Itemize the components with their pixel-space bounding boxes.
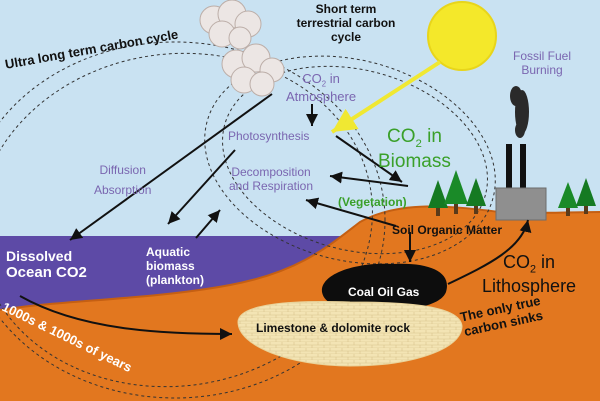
co2-lithosphere-label: CO2 in Lithosphere — [482, 252, 576, 297]
cloud-icon — [199, 0, 262, 50]
dissolved-text: Dissolved — [6, 248, 73, 264]
co2-subscript: 2 — [321, 79, 327, 89]
dissolved-ocean-label: Dissolved Ocean CO2 — [6, 248, 87, 281]
short-term-cycle-ring — [204, 55, 496, 265]
arrow-soil-to-respiration — [305, 197, 397, 227]
tree-icon — [428, 170, 596, 216]
co2-text: CO — [302, 71, 322, 86]
smoke-icon — [510, 86, 529, 138]
limestone-deposit — [237, 301, 463, 367]
co2-in-text: in — [326, 71, 340, 86]
co2-atmosphere-label: CO2 in Atmosphere — [286, 71, 357, 104]
vegetation-label: (Vegetation) — [338, 195, 407, 209]
arrow-photosynthesis-to-aquatic — [167, 149, 236, 225]
co2-biomass-label: CO2 in Biomass — [378, 126, 451, 173]
arrow-aquatic-to-atmosphere — [195, 209, 221, 239]
cloud-icon — [221, 43, 285, 97]
sunlight-arrow — [330, 60, 442, 134]
fossil-fuel-label: Fossil Fuel Burning — [512, 49, 571, 77]
co2-subscript: 2 — [415, 137, 422, 150]
ultra-long-cycle-ring — [0, 41, 386, 399]
arrow-atmosphere-to-ocean — [69, 93, 273, 241]
co2-in-text: in — [536, 252, 556, 272]
soil-organic-matter-label: Soil Organic Matter — [392, 223, 503, 237]
limestone-label: Limestone & dolomite rock — [256, 321, 411, 335]
coal-deposit — [321, 263, 447, 311]
ultra-long-cycle-ring-inner — [0, 52, 373, 388]
ocean-co2-text: Ocean CO2 — [6, 264, 87, 282]
co2-in-text: in — [421, 126, 442, 147]
co2-text: CO — [503, 252, 531, 272]
decomposition-label: Decomposition and Respiration — [228, 165, 314, 193]
diffusion-absorption-label: Diffusion Absorption — [94, 163, 152, 198]
co2-subscript: 2 — [530, 263, 537, 276]
arrow-ocean-to-limestone — [19, 295, 233, 340]
photosynthesis-label: Photosynthesis — [228, 129, 310, 143]
short-term-cycle-label: Short term terrestrial carbon cycle — [296, 2, 396, 44]
coal-oil-gas-label: Coal Oil Gas — [348, 285, 420, 299]
sun-icon — [427, 1, 497, 71]
co2-text: CO — [386, 126, 416, 147]
factory-icon — [495, 144, 547, 221]
short-term-cycle-ring-inner — [222, 65, 488, 255]
absorption-text: Absorption — [94, 182, 152, 197]
diffusion-text: Diffusion — [99, 163, 146, 177]
atmosphere-text: Atmosphere — [286, 88, 357, 104]
arrow-photosynthesis-to-biomass — [335, 135, 403, 183]
aquatic-biomass-label: Aquatic biomass (plankton) — [146, 245, 204, 287]
lithosphere-text: Lithosphere — [482, 276, 577, 296]
biomass-text: Biomass — [378, 150, 451, 172]
arrow-coal-to-factory — [447, 219, 532, 285]
arrow-biomass-to-decomposition — [329, 171, 409, 187]
